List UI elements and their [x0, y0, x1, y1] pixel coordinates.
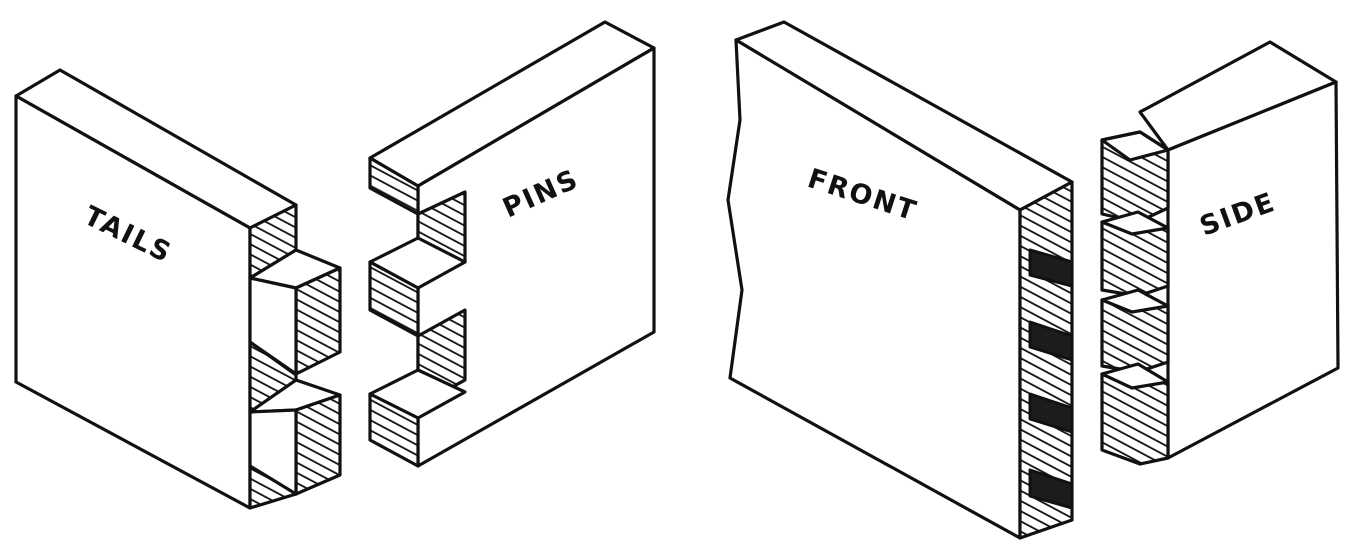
tail-2-side: [248, 408, 298, 496]
front-socket-2: [1028, 320, 1074, 362]
side-main-face: [1166, 80, 1340, 460]
side-pin-1-top: [1100, 130, 1170, 162]
pin-2-front: [368, 392, 420, 468]
front-board: FRONT: [726, 20, 1074, 540]
pins-board: PINS: [368, 20, 656, 468]
tail-2-end: [294, 393, 342, 496]
side-board: SIDE: [1100, 40, 1340, 466]
front-socket-3: [1028, 392, 1074, 434]
side-pin-2-top: [1100, 210, 1170, 236]
tail-1-end: [294, 266, 342, 376]
front-socket-4: [1028, 468, 1074, 510]
tail-1-side: [248, 276, 298, 376]
side-pin-3-top: [1100, 288, 1170, 314]
tails-board: TAILS: [14, 68, 342, 510]
front-socket-1: [1028, 248, 1074, 288]
side-pin-4-top: [1100, 362, 1170, 390]
